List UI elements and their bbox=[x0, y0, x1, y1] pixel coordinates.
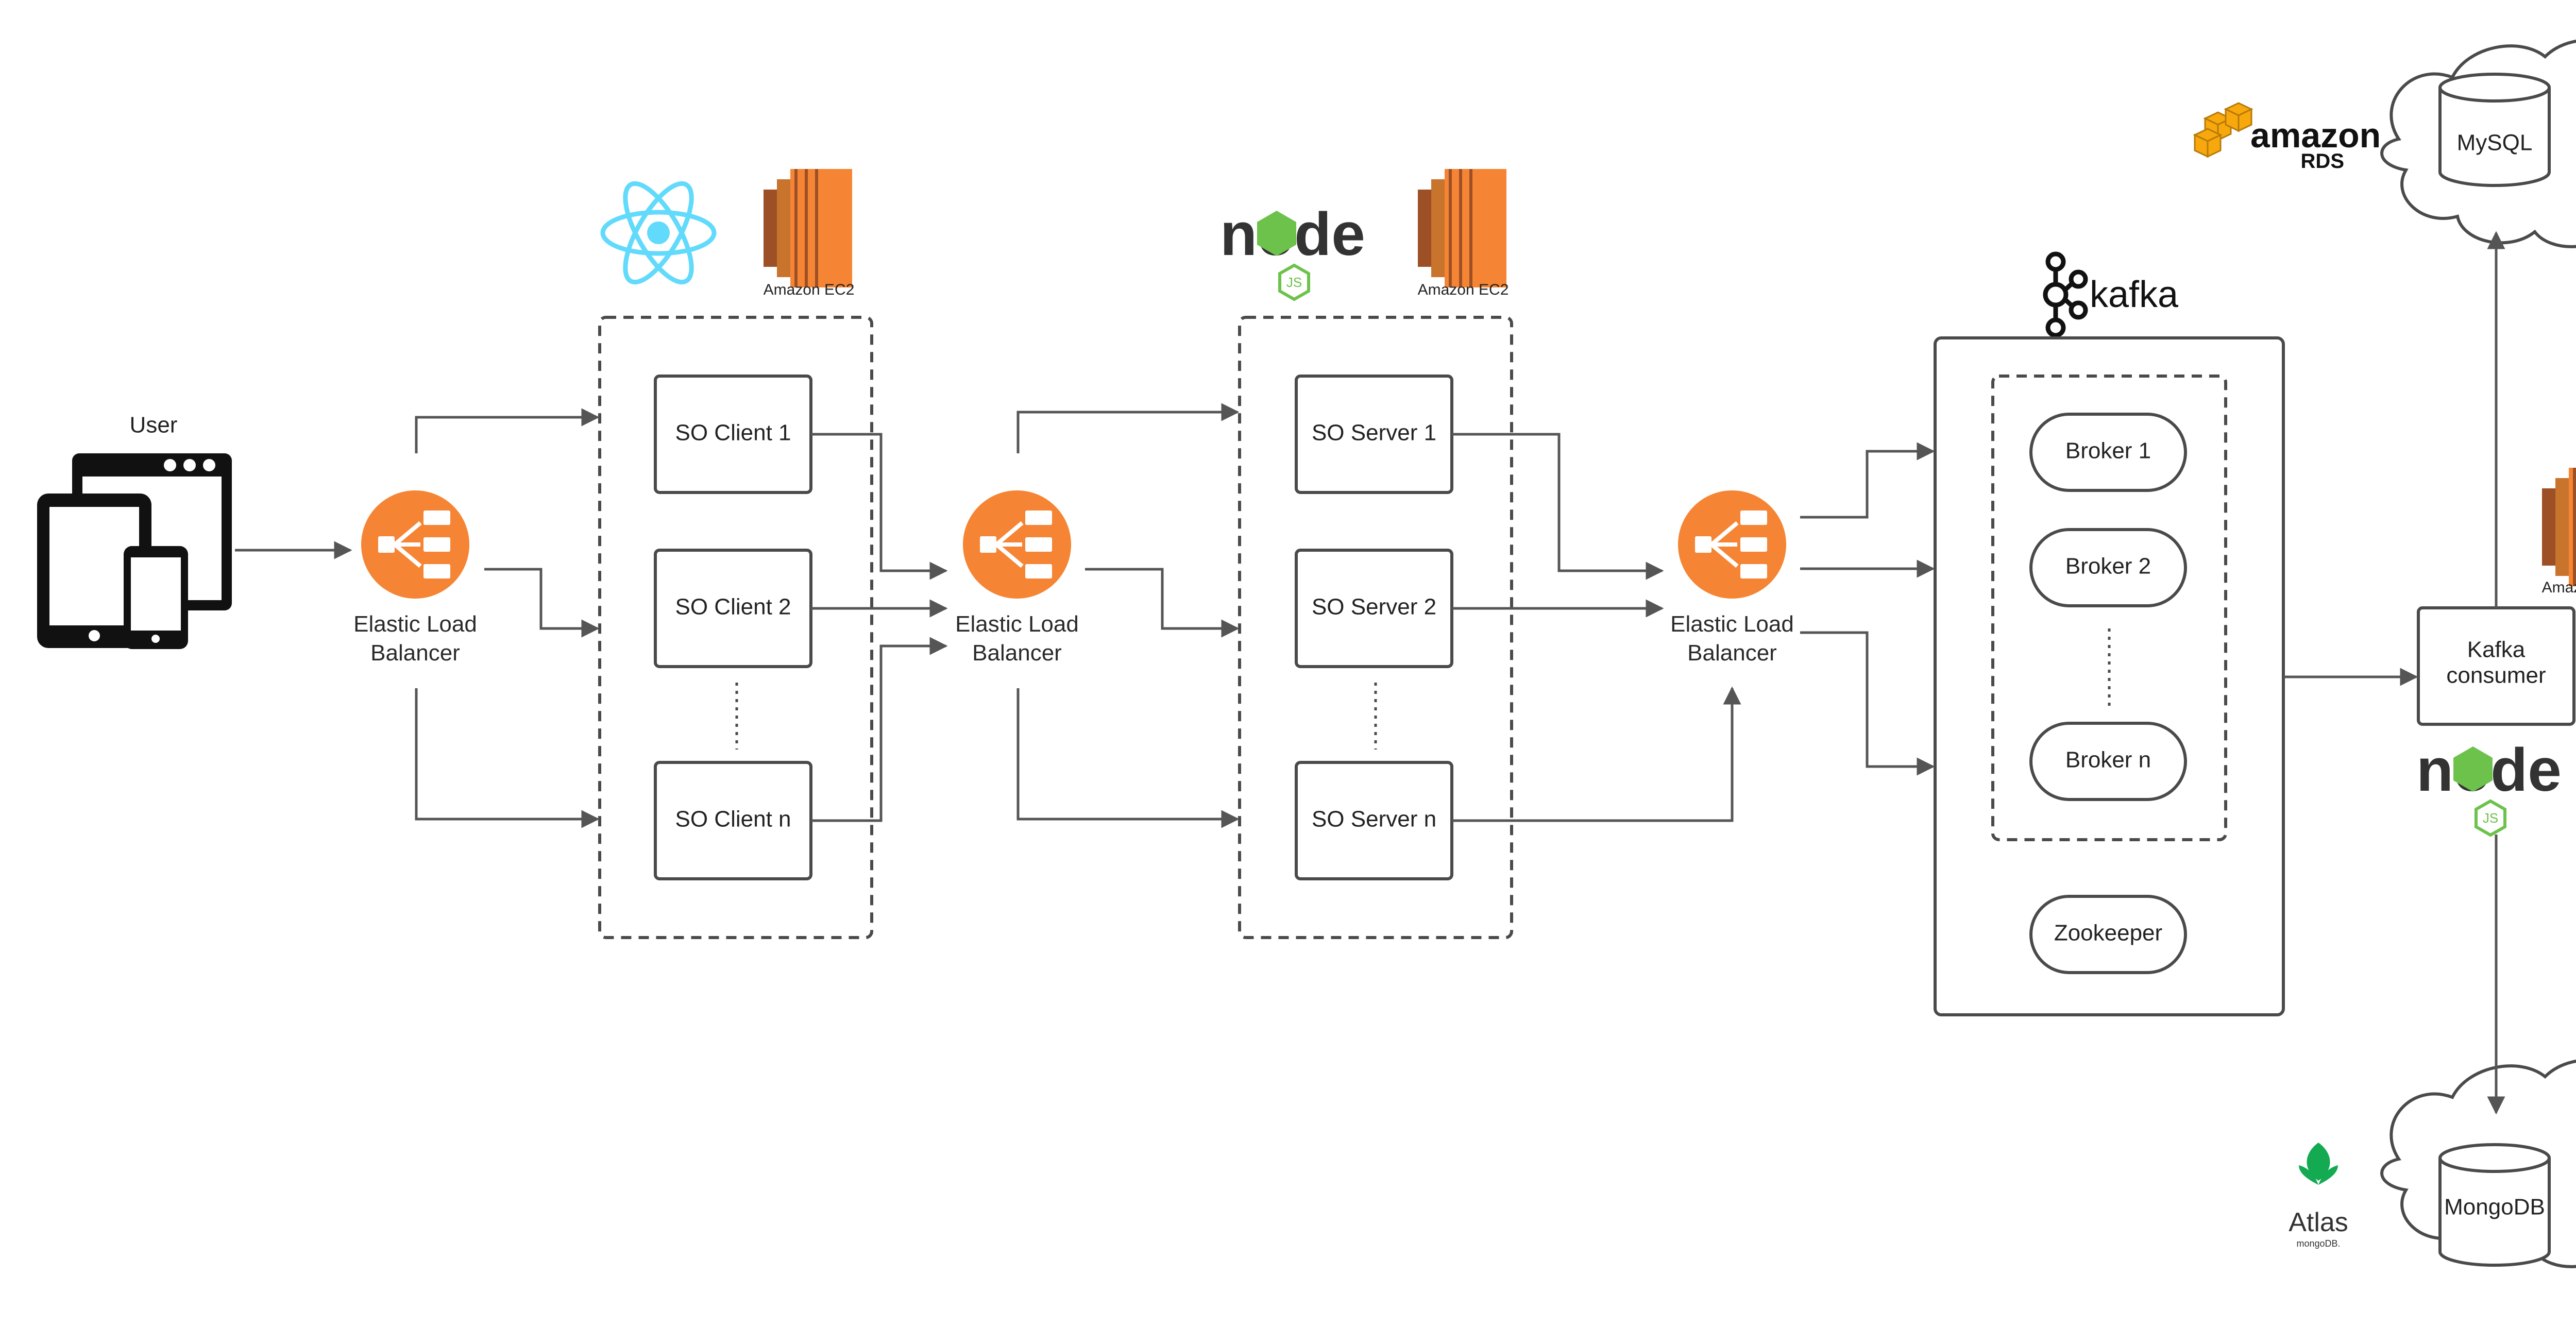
arrow-elb2-to-server2 bbox=[1085, 568, 1240, 638]
mysql-database-cylinder bbox=[2438, 73, 2551, 187]
elb-2-label-line2: Balancer bbox=[972, 640, 1062, 666]
rds-logo-line2: RDS bbox=[2301, 150, 2344, 173]
atlas-logo-line1: Atlas bbox=[2289, 1207, 2348, 1237]
arrow-elb1-to-client2 bbox=[484, 568, 600, 638]
broker-2-pill bbox=[2029, 528, 2187, 607]
react-logo bbox=[600, 181, 717, 285]
broker-1-pill bbox=[2029, 413, 2187, 492]
mongodb-database-cylinder bbox=[2438, 1143, 2551, 1267]
arrow-elb3-to-kafka-top bbox=[1800, 442, 1935, 519]
arrow-elb2-to-server1 bbox=[1016, 403, 1240, 453]
broker-group-container bbox=[1991, 375, 2227, 841]
rds-logo-line1: amazon bbox=[2250, 116, 2381, 155]
elb-2-label-line1: Elastic Load bbox=[955, 611, 1079, 637]
so-client-1-label: SO Client 1 bbox=[675, 420, 791, 446]
arrow-elb2-to-servern bbox=[1016, 688, 1240, 828]
connectors bbox=[235, 231, 2505, 1115]
kafka-logo-icon bbox=[2043, 251, 2088, 338]
nodejs-logo-consumer: node JS bbox=[2416, 736, 2562, 837]
kafka-consumer-label-line2: consumer bbox=[2446, 663, 2546, 688]
user-label: User bbox=[130, 413, 178, 438]
so-server-2-label: SO Server 2 bbox=[1312, 594, 1436, 620]
nodejs-logo-server: node JS bbox=[1220, 200, 1365, 301]
user-devices-icon bbox=[37, 453, 232, 649]
so-server-n-label: SO Server n bbox=[1312, 807, 1436, 832]
elb-3-label-line1: Elastic Load bbox=[1670, 611, 1794, 637]
arrow-clientn-to-elb2 bbox=[811, 637, 948, 822]
server-group-container bbox=[1238, 316, 1513, 939]
client-group-container bbox=[598, 316, 873, 939]
broker-n-pill bbox=[2029, 722, 2187, 801]
nodejs-badge-consumer: JS bbox=[2483, 810, 2498, 826]
arrow-client1-to-elb2 bbox=[811, 433, 948, 580]
kafka-logo-text: kafka bbox=[2090, 274, 2179, 315]
broker-2-label: Broker 2 bbox=[2065, 554, 2151, 579]
elastic-load-balancer-1-icon bbox=[361, 490, 469, 599]
elastic-load-balancer-3-icon bbox=[1678, 490, 1786, 599]
kafka-consumer-label-line1: Kafka bbox=[2467, 637, 2526, 662]
mysql-label: MySQL bbox=[2457, 130, 2533, 156]
amazon-ec2-client-icon bbox=[764, 169, 852, 287]
amazon-ec2-server-icon bbox=[1418, 169, 1506, 287]
ec2-server-label: Amazon EC2 bbox=[1418, 281, 1509, 298]
ec2-consumer-label: Amazon EC2 bbox=[2542, 579, 2576, 596]
so-client-n-label: SO Client n bbox=[675, 807, 791, 832]
amazon-rds-logo: amazon RDS bbox=[2193, 102, 2381, 173]
elb-1-label-line2: Balancer bbox=[370, 640, 460, 666]
so-client-2-label: SO Client 2 bbox=[675, 594, 791, 620]
arrow-elb1-to-clientn bbox=[415, 688, 600, 828]
nodejs-badge-server: JS bbox=[1286, 275, 1302, 290]
zookeeper-pill bbox=[2029, 895, 2187, 974]
arrow-servern-to-elb3 bbox=[1452, 686, 1741, 822]
broker-n-label: Broker n bbox=[2065, 747, 2151, 773]
so-server-1-label: SO Server 1 bbox=[1312, 420, 1436, 446]
atlas-logo-line2: mongoDB. bbox=[2296, 1238, 2340, 1249]
mongodb-atlas-logo: Atlas mongoDB. bbox=[2289, 1143, 2348, 1249]
amazon-ec2-consumer-icon bbox=[2542, 468, 2576, 586]
arrow-elb1-to-client1 bbox=[415, 408, 600, 453]
arrow-elb3-to-kafka-bottom bbox=[1800, 631, 1935, 776]
elb-1-label-line1: Elastic Load bbox=[353, 611, 477, 637]
arrow-server1-to-elb3 bbox=[1452, 433, 1664, 580]
ec2-client-label: Amazon EC2 bbox=[764, 281, 855, 298]
elb-3-label-line2: Balancer bbox=[1687, 640, 1777, 666]
zookeeper-label: Zookeeper bbox=[2054, 921, 2162, 946]
broker-1-label: Broker 1 bbox=[2065, 438, 2151, 464]
mongodb-label: MongoDB bbox=[2444, 1195, 2545, 1220]
elastic-load-balancer-2-icon bbox=[963, 490, 1071, 599]
